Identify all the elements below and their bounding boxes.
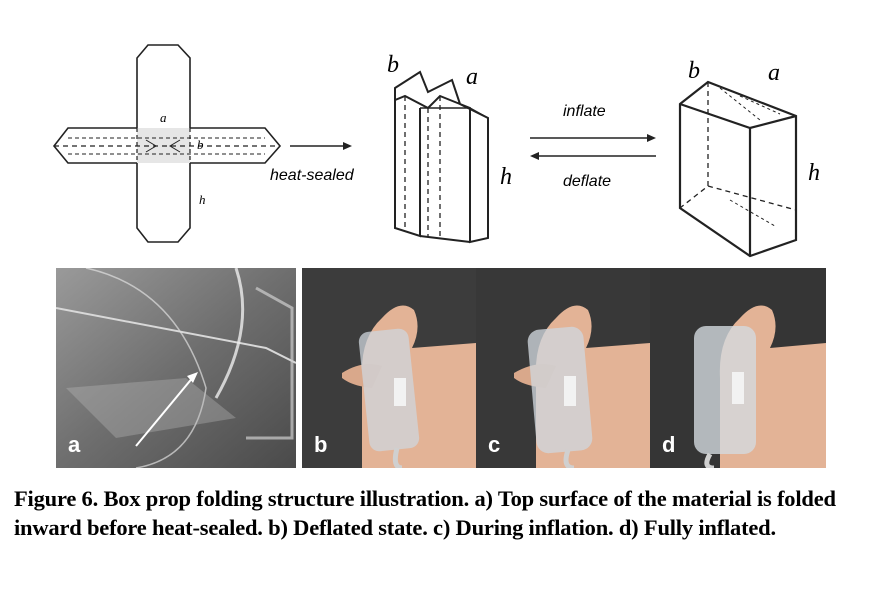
label-box2-h: h <box>808 160 820 186</box>
inflate-arrow <box>530 134 656 142</box>
photo-label-d: d <box>662 432 676 457</box>
label-box1-a: a <box>466 64 478 90</box>
photo-panel-a: a <box>56 268 296 468</box>
deflated-box <box>394 70 489 244</box>
folding-diagram: a b h heat-sealed b a h inflate deflate … <box>52 44 820 258</box>
photo-label-a: a <box>68 432 81 457</box>
label-inflate: inflate <box>563 103 606 120</box>
label-deflate: deflate <box>563 173 611 190</box>
label-b-small: b <box>197 137 204 152</box>
photo-panel-b: b <box>302 268 476 468</box>
caption-text: Box prop folding structure illustration.… <box>14 486 836 540</box>
heat-sealed-arrow <box>290 142 352 150</box>
label-a-small: a <box>160 110 167 125</box>
figure-caption: Figure 6. Box prop folding structure ill… <box>14 484 880 542</box>
label-heat-sealed: heat-sealed <box>270 167 355 184</box>
label-h-small: h <box>199 192 206 207</box>
caption-label: Figure 6. <box>14 486 99 511</box>
label-box1-h: h <box>500 164 512 190</box>
photo-panel-c: c <box>476 268 650 468</box>
photo-label-b: b <box>314 432 328 457</box>
flat-net <box>52 44 282 243</box>
label-box1-b: b <box>387 52 399 78</box>
label-box2-b: b <box>688 58 700 84</box>
photo-panel-d: d <box>650 268 826 468</box>
photo-label-c: c <box>488 432 501 457</box>
inflated-box <box>678 80 798 258</box>
label-box2-a: a <box>768 60 780 86</box>
deflate-arrow <box>530 152 656 160</box>
